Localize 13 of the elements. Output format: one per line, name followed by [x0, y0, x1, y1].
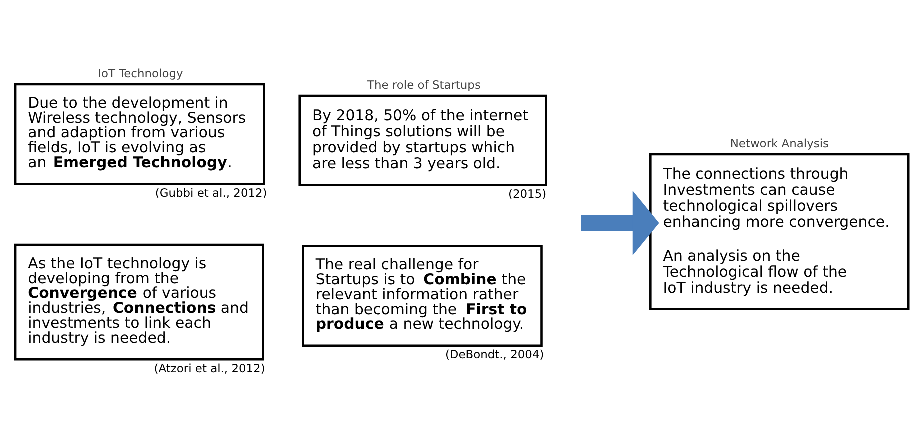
node-label: (2015)	[508, 186, 547, 200]
node-label: (Atzori et al., 2012)	[154, 360, 266, 375]
node-label: The role of Startups	[367, 78, 481, 92]
node-label: (Gubbi et al., 2012)	[155, 185, 268, 200]
node-label: (DeBondt., 2004)	[445, 347, 544, 361]
node-box: The real challenge for Startups is to Combine the relevant information rather than becoming the First to produce a new technology.	[302, 244, 543, 347]
node-label: Network Analysis	[730, 136, 829, 150]
node-label: IoT Technology	[98, 66, 184, 80]
arrow	[581, 190, 660, 256]
node-box: By 2018, 50% of the internet of Things solutions will be provided by startups which are less than 3 years old.	[298, 94, 548, 186]
node-box: Due to the development in Wireless technology, Sensors and adaption from various fields, IoT is evolving as an Emerged Technology.	[14, 82, 266, 185]
node-box: As the IoT technology is developing from the Convergence of various industries, Connections and investments to link each industry is needed.	[14, 243, 264, 360]
node-box: The connections through Investments can cause technological spillovers enhancing more convergence. An analysis on the Technological flow of the IoT industry is needed.	[650, 152, 910, 310]
